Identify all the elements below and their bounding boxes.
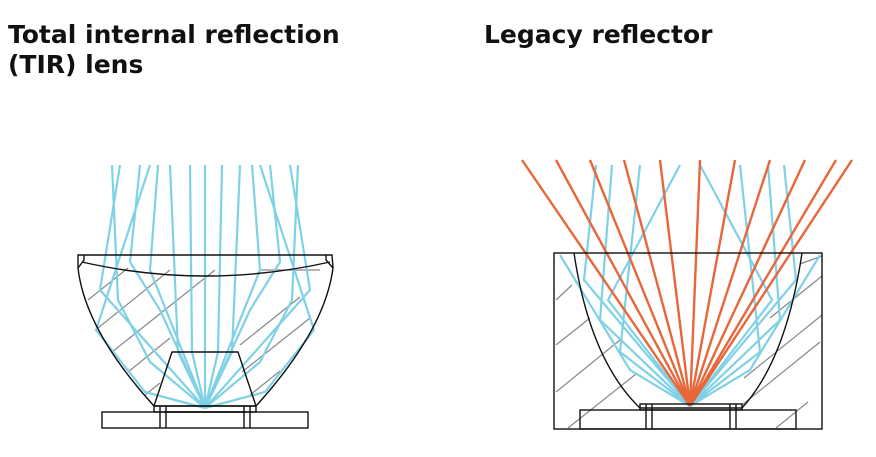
tir-lens-hatching [87,267,320,396]
legacy-blue-ray [582,164,691,407]
tir-ray [204,164,312,409]
legacy-reflector-diagram [521,159,854,430]
legacy-orange-ray [688,159,807,407]
legacy-blue-ray [606,164,691,407]
legacy-orange-ray [688,159,838,407]
legacy-orange-ray [658,159,692,407]
legacy-blue-ray [689,254,821,407]
legacy-reflector-orange-rays [521,159,854,407]
legacy-orange-ray [588,159,692,407]
legacy-orange-ray [688,159,702,407]
legacy-reflector-outline [553,252,823,430]
tir-ray [204,164,316,410]
legacy-blue-ray [689,164,774,407]
legacy-reflector-title: Legacy reflector [484,20,713,49]
tir-lens-rays [94,164,316,410]
legacy-reflector-blue-rays [559,164,821,407]
legacy-orange-ray [688,159,737,407]
tir-ray [203,164,262,409]
legacy-blue-ray [559,254,691,407]
legacy-orange-ray [622,159,692,407]
tir-lens-diagram [77,164,334,429]
legacy-blue-ray [689,164,782,407]
tir-ray [148,164,207,409]
tir-ray [98,164,206,409]
tir-lens-outline [77,254,334,429]
legacy-orange-ray [521,159,691,407]
tir-ray [188,164,207,409]
legacy-orange-ray [688,159,772,407]
tir-ray [110,164,206,409]
legacy-orange-ray [688,159,854,407]
legacy-orange-ray [554,159,692,407]
tir-lens-title: Total internal reflection (TIR) lens [8,20,340,79]
legacy-blue-ray [689,164,798,407]
tir-ray [94,164,206,410]
tir-ray [204,164,300,409]
